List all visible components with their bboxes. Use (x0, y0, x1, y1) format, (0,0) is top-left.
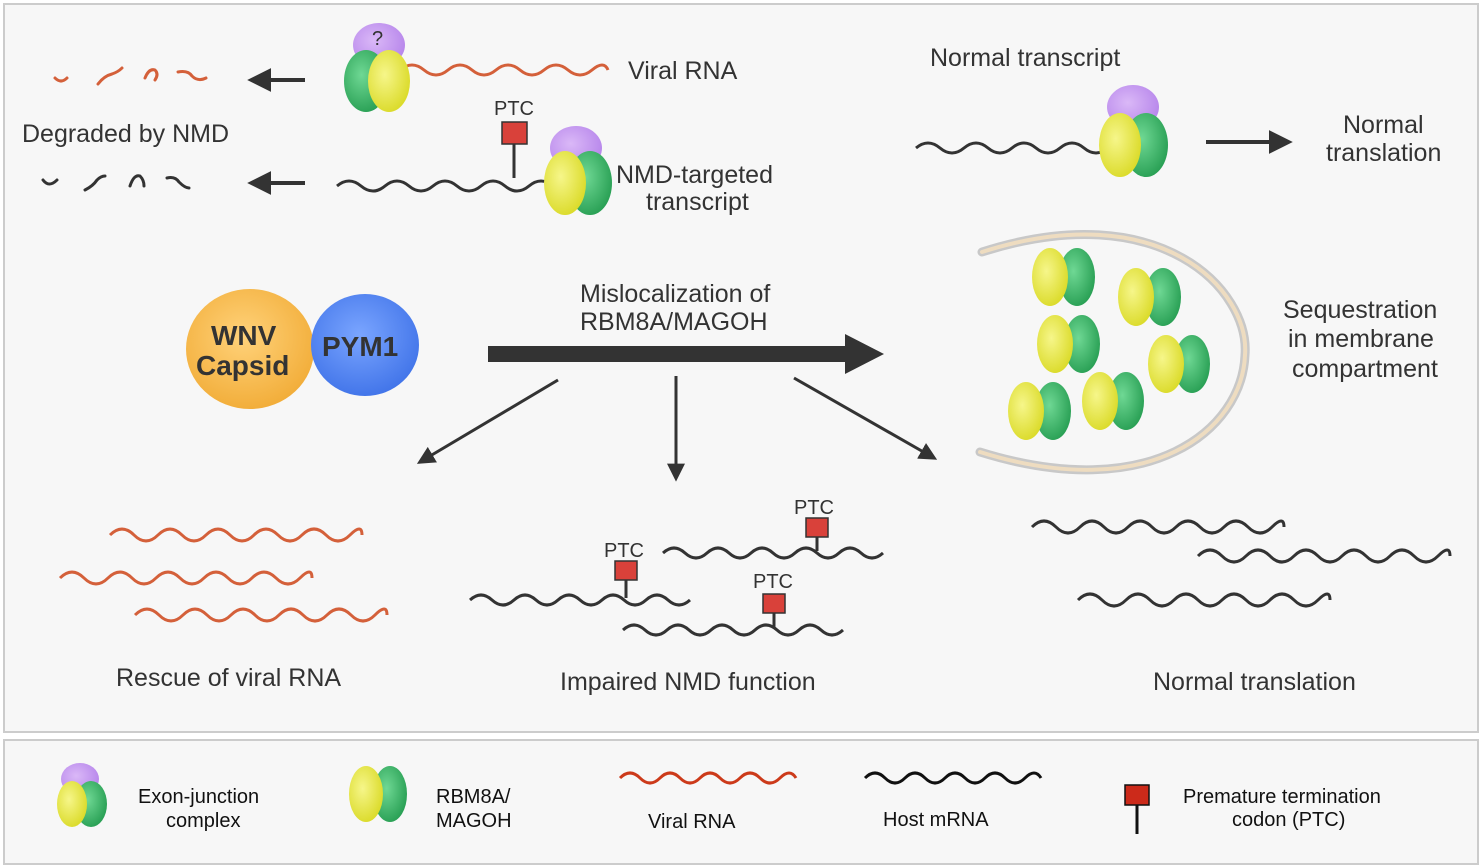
normal-translation-top-1: Normal (1343, 111, 1424, 139)
rescue-label: Rescue of viral RNA (116, 664, 341, 692)
membrane-compartment (975, 230, 1250, 475)
legend-ptc-label-1: Premature termination (1183, 786, 1381, 808)
ptc-label-1: PTC (794, 497, 834, 519)
ptc-label-2: PTC (604, 540, 644, 562)
mislocalization-label-2: RBM8A/MAGOH (580, 308, 768, 336)
legend-ejc-label-2: complex (166, 810, 240, 832)
legend-viral-rna-label: Viral RNA (648, 811, 736, 833)
degraded-label: Degraded by NMD (22, 120, 229, 148)
nmd-targeted-label-2: transcript (646, 188, 749, 216)
ptc-label-3: PTC (753, 571, 793, 593)
nmd-targeted-transcript (336, 121, 554, 193)
sequestration-label-2: in membrane (1288, 325, 1434, 353)
normal-translation-top-2: translation (1326, 139, 1441, 167)
legend-host-mrna-label: Host mRNA (883, 809, 989, 831)
ejc-nmd-targeted (544, 126, 612, 215)
viral-rna-top (399, 63, 610, 77)
degraded-viral-fragments (53, 66, 208, 86)
pym1-label: PYM1 (322, 331, 398, 362)
question-mark: ? (372, 28, 383, 50)
pym1 (311, 294, 419, 396)
ptc-label-top: PTC (494, 98, 534, 120)
sequestered-rbm8a-magoh (1008, 248, 1210, 440)
normal-translation-bottom-label: Normal translation (1153, 668, 1356, 696)
sequestration-label-1: Sequestration (1283, 296, 1437, 324)
legend-rbm-label-2: MAGOH (436, 810, 512, 832)
legend-ptc-label-2: codon (PTC) (1232, 809, 1345, 831)
ejc-normal (1099, 85, 1168, 177)
ptc-transcripts (468, 517, 885, 637)
nmd-targeted-label-1: NMD-targeted (616, 161, 773, 189)
impaired-label: Impaired NMD function (560, 668, 816, 696)
wnv-label-2: Capsid (196, 350, 289, 381)
legend-ptc-icon (1124, 784, 1150, 834)
wnv-capsid (186, 289, 314, 409)
wnv-label-1: WNV (211, 320, 277, 351)
legend-host-mrna-icon (863, 771, 1043, 785)
normal-transcript-label: Normal transcript (930, 44, 1120, 72)
sequestration-label-3: compartment (1292, 355, 1438, 383)
viral-rna-label: Viral RNA (628, 57, 738, 85)
legend-viral-rna-icon (618, 771, 798, 785)
degraded-host-fragments (41, 174, 191, 192)
arrow-to-normal (793, 376, 938, 460)
rescued-viral-rnas (58, 527, 389, 623)
arrow-to-rescue (416, 378, 559, 464)
legend-ejc-icon (57, 763, 107, 827)
legend-rbm-icon (349, 766, 407, 822)
legend-ejc-label-1: Exon-junction (138, 786, 259, 808)
legend-panel (3, 739, 1479, 865)
big-arrow (488, 334, 884, 374)
ejc-viral (344, 23, 410, 112)
normal-host-mrnas (1030, 519, 1452, 608)
mislocalization-label-1: Mislocalization of (580, 280, 770, 308)
legend-rbm-label-1: RBM8A/ (436, 786, 511, 808)
